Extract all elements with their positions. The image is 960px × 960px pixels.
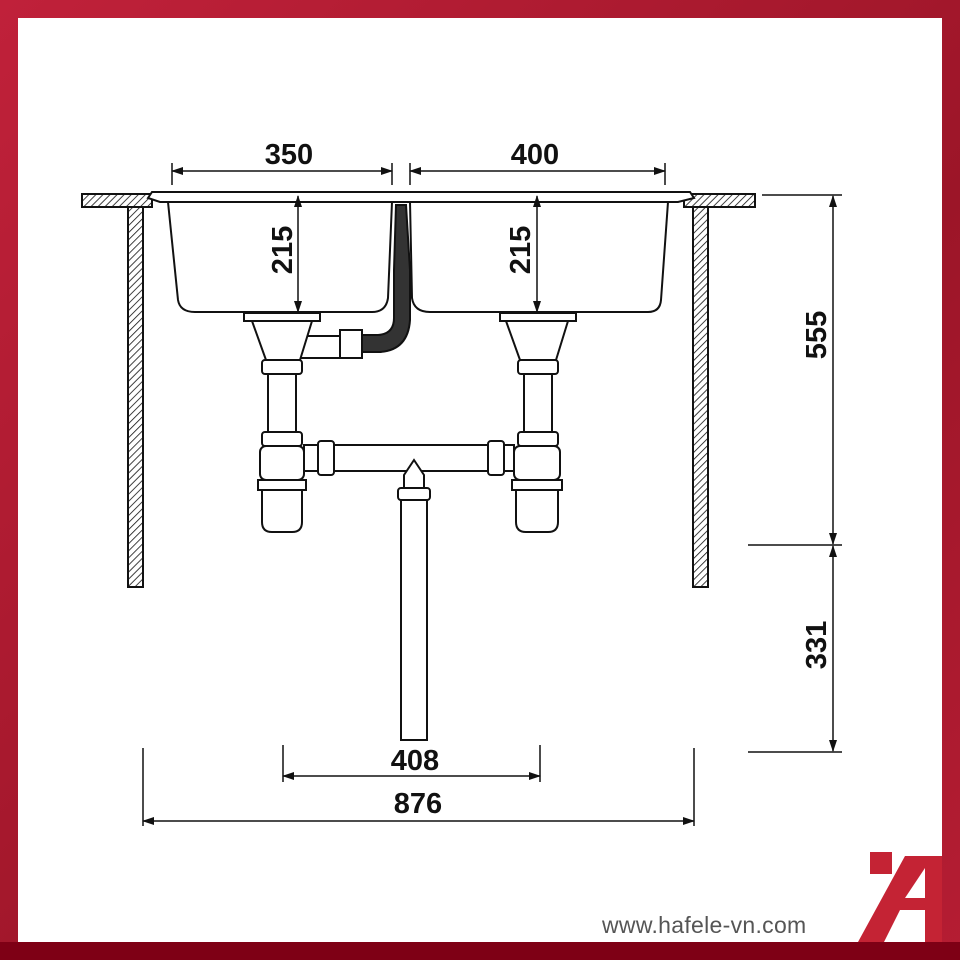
- website-url[interactable]: www.hafele-vn.com: [602, 912, 807, 938]
- countertop-right: [683, 193, 756, 208]
- label-876: 876: [394, 788, 442, 820]
- label-215-left: 215: [267, 226, 299, 274]
- cabinet-wall-left: [127, 206, 144, 588]
- right-bowl: [409, 201, 669, 313]
- hafele-logo: [858, 852, 942, 942]
- countertop-left: [81, 193, 153, 208]
- bottom-strip: [0, 942, 960, 960]
- label-408: 408: [391, 745, 439, 777]
- label-350: 350: [265, 139, 313, 171]
- label-215-right: 215: [505, 226, 537, 274]
- overflow-hose: [359, 204, 411, 353]
- sink-rim: [146, 191, 696, 203]
- label-400: 400: [511, 139, 559, 171]
- outlet-pipe: [400, 499, 428, 741]
- cabinet-wall-right: [692, 206, 709, 588]
- label-555: 555: [801, 311, 833, 359]
- label-331: 331: [801, 621, 833, 669]
